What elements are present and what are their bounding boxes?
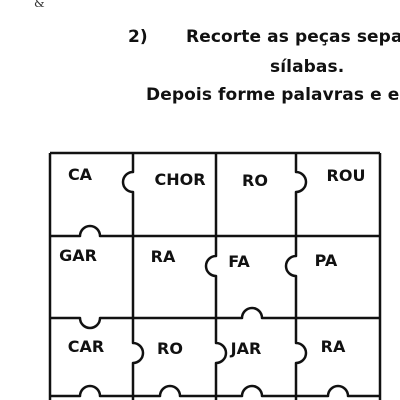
puzzle-cut-lines <box>48 151 382 400</box>
puzzle-syllables: CA CHOR RO ROU GAR RA FA PA CAR RO JAR RA <box>59 165 365 358</box>
instruction-line-1: Recorte as peças sepa <box>186 27 400 47</box>
syllable-piece-r1-c2: CHOR <box>154 170 205 189</box>
instruction-line-3: Depois forme palavras e e <box>146 85 400 105</box>
syllable-piece-r3-c1: CAR <box>68 337 104 356</box>
syllable-piece-r2-c4: PA <box>315 251 338 270</box>
syllable-piece-r1-c1: CA <box>68 165 93 184</box>
syllable-piece-r2-c3: FA <box>228 252 250 271</box>
cut-horizontal-2 <box>50 306 380 330</box>
exercise-number: 2) <box>128 27 148 47</box>
instruction-line-2: sílabas. <box>270 57 345 77</box>
syllable-piece-r3-c4: RA <box>321 337 346 356</box>
corner-scribble: & <box>34 0 45 10</box>
cut-vertical-2 <box>204 153 228 400</box>
cut-horizontal-3 <box>50 384 380 398</box>
syllable-piece-r2-c1: GAR <box>59 246 97 265</box>
cut-vertical-1 <box>121 153 145 400</box>
syllable-piece-r3-c3: JAR <box>230 339 262 358</box>
cut-horizontal-1 <box>50 224 380 238</box>
syllable-piece-r1-c3: RO <box>242 171 268 190</box>
syllable-piece-r2-c2: RA <box>151 247 176 266</box>
cut-vertical-3 <box>284 153 308 400</box>
syllable-piece-r3-c2: RO <box>157 339 183 358</box>
syllable-piece-r1-c4: ROU <box>327 166 366 185</box>
